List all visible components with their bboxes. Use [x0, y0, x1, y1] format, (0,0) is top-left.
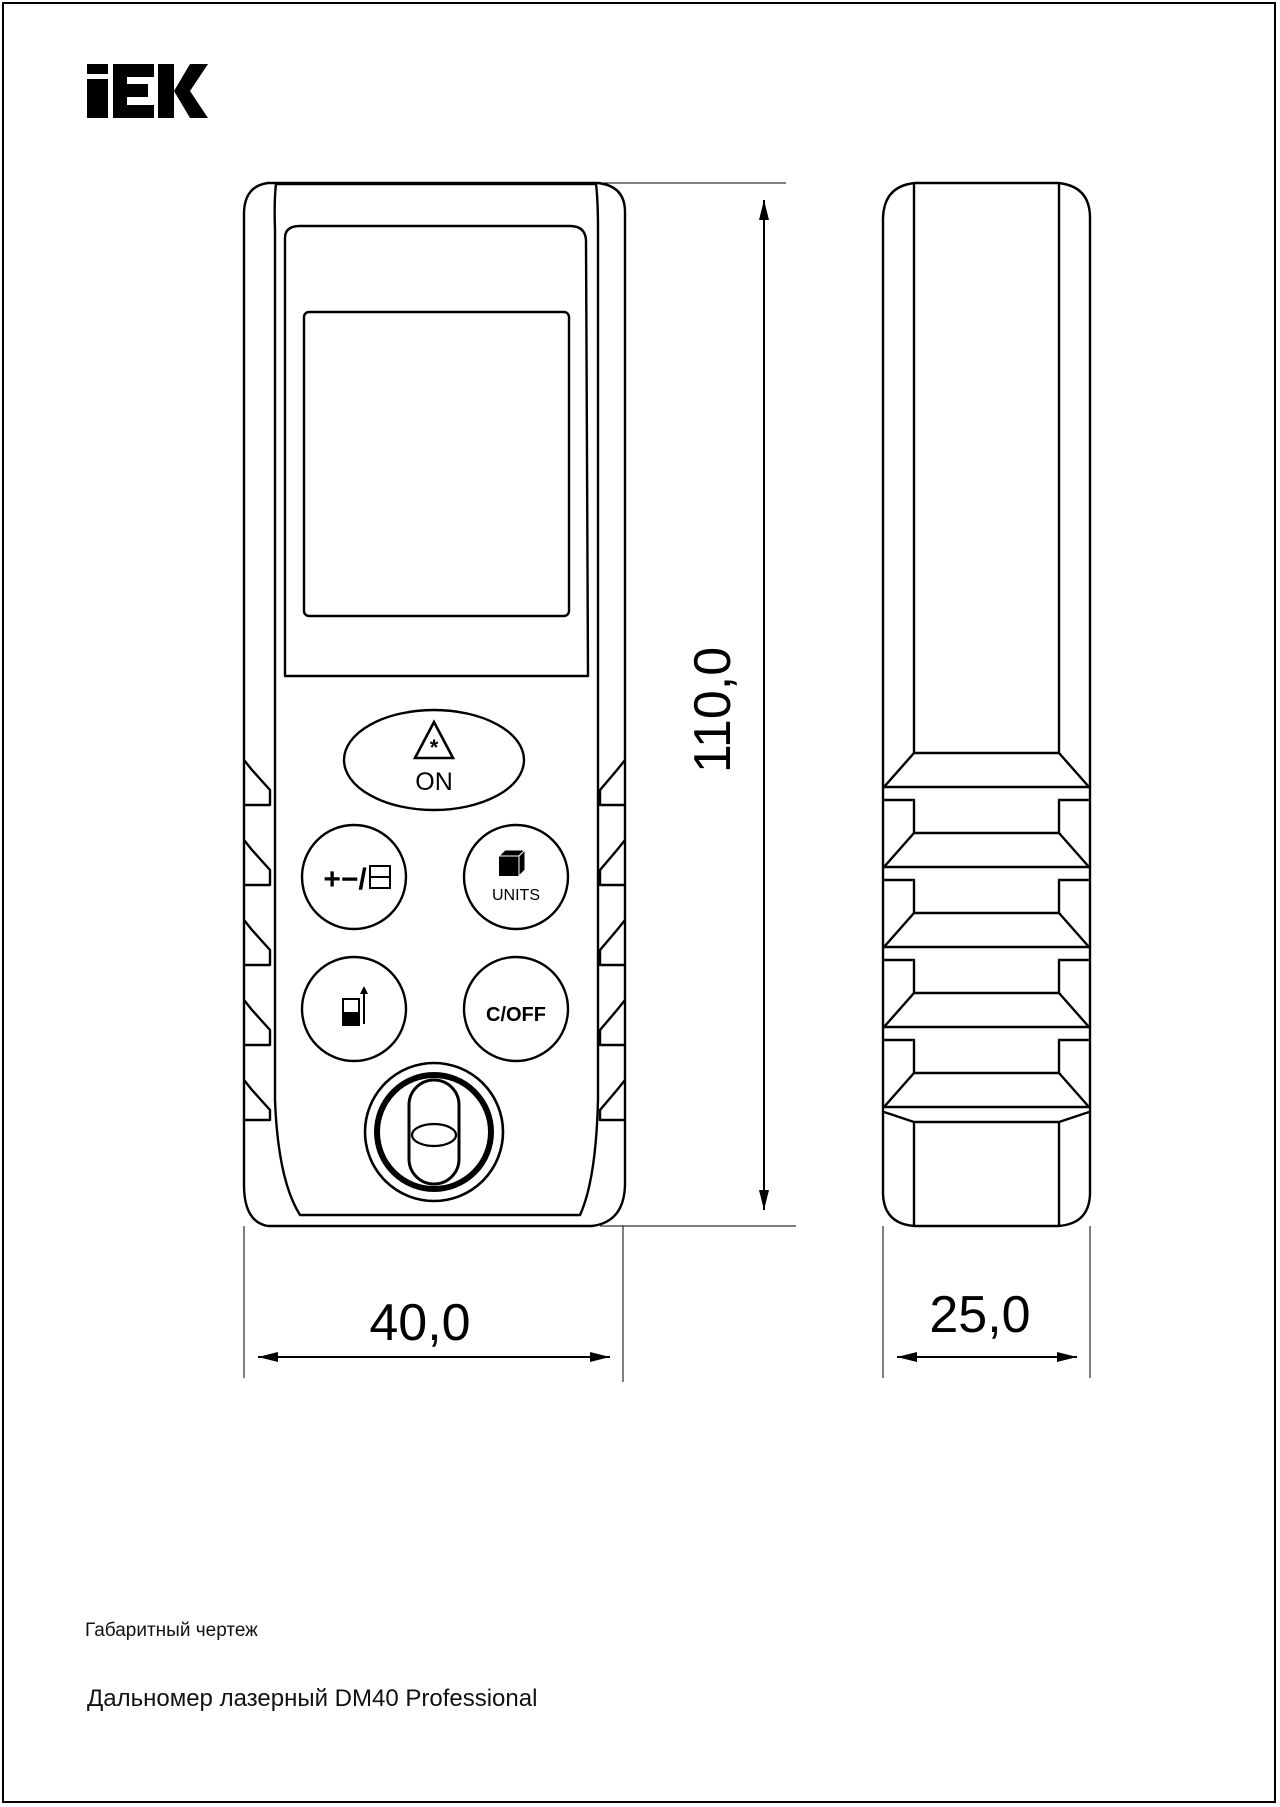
reference-button[interactable] [300, 955, 408, 1063]
side-body-outline [881, 181, 1092, 1228]
add-subtract-button[interactable]: +−/ [300, 823, 408, 931]
height-dimension: 110,0 [600, 182, 796, 1227]
product-name-caption: Дальномер лазерный DM40 Professional [87, 1685, 538, 1712]
add-subtract-label: +−/ [323, 863, 367, 896]
lcd-screen [302, 310, 571, 618]
reference-icon [342, 986, 368, 1026]
side-ribs [883, 798, 1090, 1124]
c-off-button[interactable]: C/OFF [462, 955, 570, 1063]
bubble-level [363, 1061, 505, 1203]
face-panel [273, 182, 600, 1217]
units-button-label: UNITS [492, 887, 540, 904]
on-button[interactable]: * ON [342, 708, 526, 812]
laser-warning-icon: * [412, 719, 456, 760]
units-button[interactable]: UNITS [462, 823, 570, 931]
iek-logo [87, 64, 208, 118]
side-view [881, 181, 1092, 1228]
cube-icon [497, 848, 527, 878]
area-icon [369, 865, 391, 889]
front-view [242, 181, 627, 1228]
depth-dimension-label: 25,0 [929, 1286, 1030, 1344]
grip-right [598, 759, 626, 1122]
c-off-button-label: C/OFF [486, 1004, 546, 1026]
width-dimension: 40,0 [243, 1226, 624, 1382]
drawing-type-caption: Габаритный чертеж [85, 1620, 258, 1641]
display-bezel [283, 224, 590, 678]
on-button-label: ON [415, 768, 453, 796]
depth-dimension: 25,0 [882, 1226, 1091, 1378]
svg-text:*: * [430, 735, 439, 760]
height-dimension-label: 110,0 [684, 647, 742, 773]
body-outline [242, 181, 627, 1228]
grip-left [243, 759, 272, 1122]
width-dimension-label: 40,0 [369, 1294, 470, 1352]
